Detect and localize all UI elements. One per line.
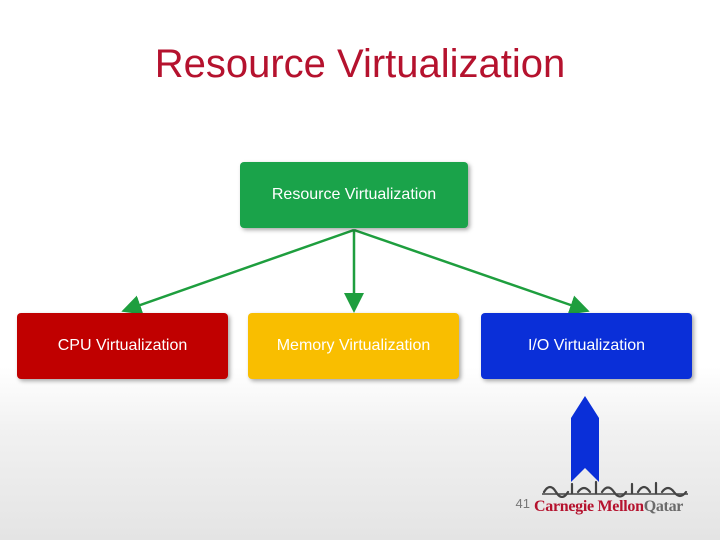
io-virtualization-label: I/O Virtualization — [527, 337, 646, 354]
cpu-virtualization-box: CPU Virtualization — [17, 313, 228, 379]
resource-virtualization-box: Resource Virtualization — [240, 162, 468, 228]
cmu-qatar-logo: Carnegie MellonQatar — [532, 478, 692, 522]
arabic-logo-script — [542, 480, 688, 498]
memory-virtualization-box: Memory Virtualization — [248, 313, 459, 379]
io-virtualization-box: I/O Virtualization — [481, 313, 692, 379]
resource-virtualization-label: Resource Virtualization — [271, 186, 437, 203]
slide-number: 41 — [515, 496, 530, 511]
cpu-virtualization-label: CPU Virtualization — [57, 337, 188, 354]
logo-qatar-text: Qatar — [643, 498, 684, 515]
slide-title: Resource Virtualization — [154, 42, 566, 86]
logo-wordmark: Carnegie MellonQatar — [534, 498, 683, 516]
memory-virtualization-label: Memory Virtualization — [276, 337, 431, 354]
logo-cmu-text: Carnegie Mellon — [534, 498, 644, 515]
